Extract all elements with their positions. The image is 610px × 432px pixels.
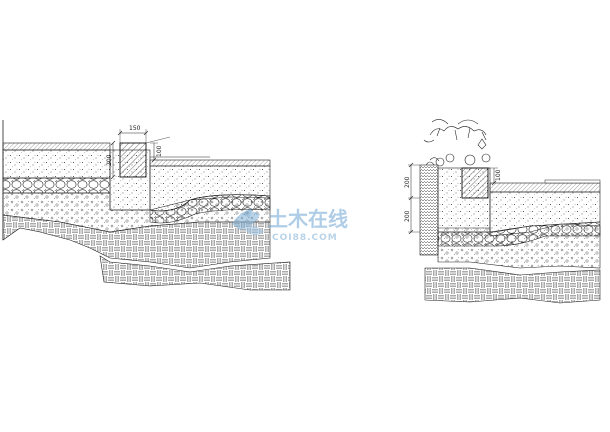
watermark-logo-icon: [232, 208, 264, 236]
paving-cap: [544, 179, 601, 184]
shrub-plants: [423, 119, 491, 167]
dim-top-150: 150: [129, 125, 141, 132]
concrete-bed-left: [2, 149, 111, 179]
curb-stone-right: [461, 167, 489, 199]
curb-stone-left: [119, 142, 147, 178]
right-section: 200 200 100: [404, 119, 601, 304]
dim-small-100-left: 100: [156, 145, 163, 157]
paving-left: [2, 142, 111, 151]
pebble-layer-left: [2, 177, 111, 194]
right-dimensions: 200 200 100: [404, 162, 502, 235]
paving-right: [149, 159, 271, 167]
watermark: 土木在线 COI88.COM: [232, 207, 348, 243]
dim-outer-200-top: 200: [404, 176, 411, 188]
earth-subgrade-lower: [99, 255, 291, 291]
left-section: 150 200 100: [2, 120, 291, 291]
dim-outer-200-bottom: 200: [404, 210, 411, 222]
earth-subgrade-right: [424, 267, 601, 304]
watermark-cn: 土木在线: [268, 207, 348, 231]
left-dimensions: 150 200 100: [106, 125, 171, 180]
concrete-bed-right: [149, 165, 271, 212]
dim-curb-200: 200: [106, 154, 113, 166]
soil-wall: [419, 164, 439, 256]
dim-small-100-right: 100: [495, 169, 502, 181]
paving-right-section: [489, 182, 601, 193]
watermark-en: COI88.COM: [272, 233, 338, 243]
